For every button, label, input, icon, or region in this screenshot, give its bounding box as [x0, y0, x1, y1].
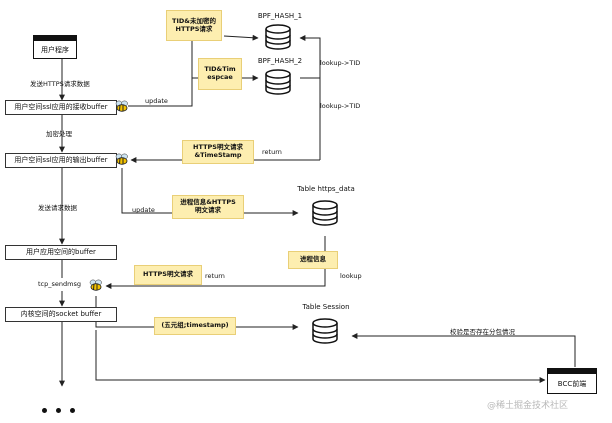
tcp-sendmsg-label: tcp_sendmsg	[38, 280, 81, 288]
note-https-cipher-req: HTTPS明文请求	[134, 265, 202, 285]
db-label-session: Table Session	[302, 303, 350, 311]
recv-buffer-box: 用户空间ssl应用的接收buffer	[5, 100, 117, 115]
window-icon	[34, 36, 76, 41]
bee-icon	[89, 279, 102, 291]
edge-return-1: return	[262, 148, 282, 156]
out-buffer-box: 用户空间ssl应用的输出buffer	[5, 153, 117, 168]
note-five-tuple: (五元组;timestamp)	[154, 317, 236, 335]
edge-return-2: return	[205, 272, 225, 280]
edge-check-session: 校验是否存在分包情况	[450, 328, 515, 336]
bee-icon	[115, 153, 128, 165]
encrypt-label: 加密处理	[46, 130, 72, 138]
bcc-frontend-label: BCC前端	[557, 379, 587, 388]
database-icon	[265, 69, 291, 95]
note-https-cipher-ts: HTTPS明文请求 &TimeStamp	[182, 140, 254, 164]
edge-lookup-tid-1: lookup->TID	[320, 59, 361, 67]
edge-update-1: update	[145, 97, 168, 105]
note-tid-unencrypted: TID&未加密的 HTTPS请求	[166, 10, 222, 41]
send-https-label: 发送HTTPS请求数据	[30, 80, 90, 88]
user-program-label: 用户程序	[41, 45, 69, 54]
note-process-info-short: 进程信息	[288, 251, 338, 269]
db-label-hash2: BPF_HASH_2	[257, 57, 303, 65]
bee-icon	[115, 100, 128, 112]
database-icon	[312, 200, 338, 226]
kernel-buffer-box: 内核空间的socket buffer	[5, 307, 117, 322]
bcc-frontend-window: BCC前端	[547, 368, 597, 394]
edge-lookup: lookup	[340, 272, 362, 280]
continuation-dots	[42, 398, 84, 417]
database-icon	[265, 24, 291, 50]
db-label-hash1: BPF_HASH_1	[257, 12, 303, 20]
database-icon	[312, 318, 338, 344]
edge-update-2: update	[132, 206, 155, 214]
note-process-info: 进程信息&HTTPS 明文请求	[172, 195, 244, 219]
note-tid-timestamp: TID&Tim espcae	[198, 58, 242, 90]
db-label-https-data: Table https_data	[297, 185, 355, 193]
edge-lookup-tid-2: lookup->TID	[320, 102, 361, 110]
user-program-window: 用户程序	[33, 35, 77, 59]
watermark: @稀土掘金技术社区	[487, 401, 569, 411]
window-icon	[548, 369, 596, 374]
app-buffer-box: 用户应用空间的buffer	[5, 245, 117, 260]
send-req-label: 发送请求数据	[38, 204, 77, 212]
